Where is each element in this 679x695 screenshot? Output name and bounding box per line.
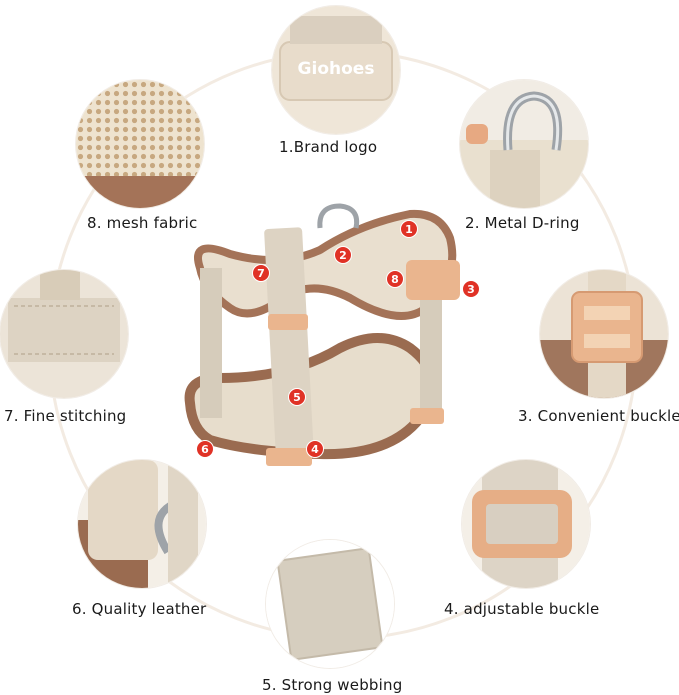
label-mesh-fabric: 8. mesh fabric xyxy=(87,214,198,232)
label-convenient-buckle: 3. Convenient buckle xyxy=(518,407,679,425)
marker-number-1: 1 xyxy=(400,220,418,238)
marker-number-3: 3 xyxy=(462,280,480,298)
detail-brand-logo-image: Giohoes xyxy=(272,6,400,134)
marker-number-7: 7 xyxy=(252,264,270,282)
marker-number-4: 4 xyxy=(306,440,324,458)
detail-mesh-fabric-image xyxy=(76,80,204,208)
label-fine-stitching: 7. Fine stitching xyxy=(4,407,127,425)
detail-adjustable-buckle-image xyxy=(462,460,590,588)
detail-convenient-buckle-image xyxy=(540,270,668,398)
marker-number-6: 6 xyxy=(196,440,214,458)
detail-fine-stitching-image xyxy=(0,270,128,398)
marker-number-8: 8 xyxy=(386,270,404,288)
detail-quality-leather-image xyxy=(78,460,206,588)
detail-strong-webbing-image xyxy=(266,540,394,668)
marker-number-2: 2 xyxy=(334,246,352,264)
harness-product-image: 1 2 3 4 5 6 7 8 xyxy=(170,188,510,478)
label-brand-logo: 1.Brand logo xyxy=(279,138,378,156)
label-strong-webbing: 5. Strong webbing xyxy=(262,676,403,694)
marker-number-5: 5 xyxy=(288,388,306,406)
brand-patch-text: Giohoes xyxy=(298,59,375,79)
label-adjustable-buckle: 4. adjustable buckle xyxy=(444,600,600,618)
label-metal-d-ring: 2. Metal D-ring xyxy=(465,214,580,232)
label-quality-leather: 6. Quality leather xyxy=(72,600,207,618)
